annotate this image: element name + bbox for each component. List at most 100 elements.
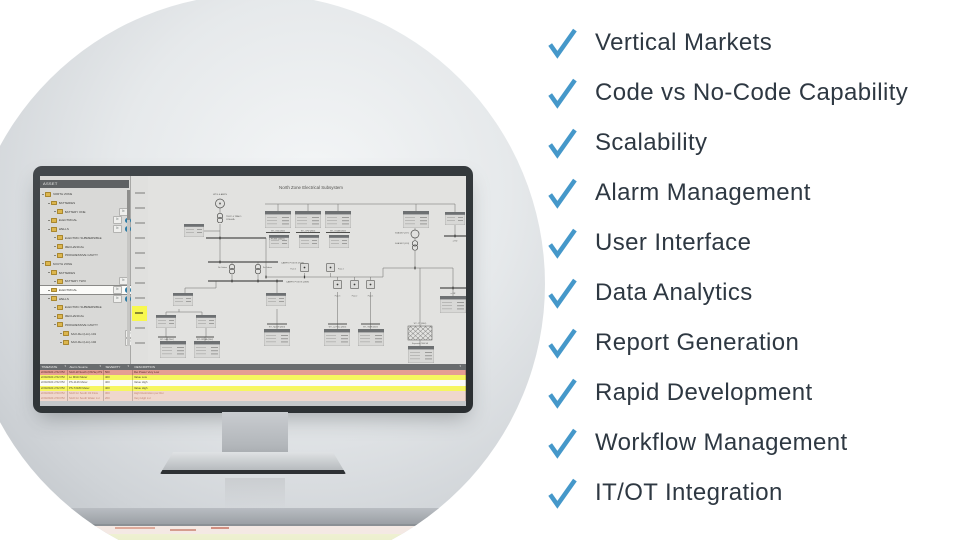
tree-item-action-button[interactable]: b bbox=[113, 294, 122, 303]
device-box[interactable] bbox=[403, 211, 429, 228]
nav-item[interactable] bbox=[134, 267, 145, 270]
device-box[interactable] bbox=[325, 211, 351, 228]
tree-item-sao-rei-lim-101[interactable]: SAO-Rei (Lim)-101b bbox=[40, 329, 146, 338]
tree-item-progressive-cavity[interactable]: PROGRESSIVE CAVITY bbox=[40, 251, 140, 260]
device-box-small[interactable] bbox=[156, 315, 176, 328]
filter-icon[interactable]: ▼ bbox=[64, 365, 67, 368]
device-box-small[interactable] bbox=[196, 315, 216, 328]
data-box[interactable] bbox=[194, 341, 220, 358]
tree-item-batteries[interactable]: BATTERIES bbox=[40, 268, 134, 277]
expander-icon[interactable] bbox=[48, 298, 51, 300]
expander-icon[interactable] bbox=[42, 263, 45, 265]
expander-icon[interactable] bbox=[48, 272, 51, 274]
expander-icon[interactable] bbox=[60, 341, 63, 343]
data-box[interactable] bbox=[160, 341, 186, 358]
expander-icon[interactable] bbox=[48, 202, 51, 204]
filter-icon[interactable]: ▼ bbox=[459, 365, 462, 368]
device-box-small[interactable] bbox=[173, 293, 193, 306]
data-box[interactable] bbox=[264, 329, 290, 346]
nav-item[interactable] bbox=[134, 342, 145, 345]
bottom-feeder-label: WT - SPLWA (26kV) bbox=[197, 338, 214, 341]
expander-icon[interactable] bbox=[54, 246, 57, 247]
diagram-node-ticks bbox=[219, 234, 456, 290]
tree-item-electric-submersible[interactable]: ELECTRIC SUBMERSIBLE bbox=[40, 234, 140, 243]
nav-strip bbox=[131, 176, 149, 364]
device-box-small[interactable] bbox=[299, 235, 319, 248]
nav-item[interactable] bbox=[134, 192, 145, 195]
data-box[interactable] bbox=[358, 329, 384, 346]
expander-icon[interactable] bbox=[42, 193, 45, 195]
gga-generator-symbol[interactable] bbox=[410, 229, 420, 239]
filter-icon[interactable]: ▼ bbox=[127, 365, 130, 368]
device-box[interactable] bbox=[265, 211, 291, 228]
device-box-small[interactable] bbox=[329, 235, 349, 248]
expander-icon[interactable] bbox=[54, 280, 57, 282]
tree-item-action-button[interactable]: b bbox=[113, 225, 122, 234]
expander-icon[interactable] bbox=[54, 324, 57, 326]
nav-item[interactable] bbox=[134, 282, 145, 285]
well-breaker[interactable] bbox=[333, 280, 341, 288]
data-box[interactable] bbox=[440, 296, 466, 313]
tree-scrollbar-thumb[interactable] bbox=[127, 190, 130, 220]
well-breaker[interactable] bbox=[300, 263, 308, 271]
nav-item[interactable] bbox=[134, 327, 145, 330]
expander-icon[interactable] bbox=[54, 237, 57, 239]
data-box[interactable] bbox=[408, 346, 434, 363]
tree-item-mechanical[interactable]: MECHANICAL bbox=[40, 242, 140, 251]
nav-item[interactable] bbox=[134, 252, 145, 255]
device-box-small[interactable] bbox=[269, 235, 289, 248]
tree-item-batteries[interactable]: BATTERIES bbox=[40, 199, 134, 208]
tree-scrollbar[interactable] bbox=[127, 190, 130, 346]
expander-icon[interactable] bbox=[48, 228, 51, 230]
device-box[interactable] bbox=[295, 211, 321, 228]
alarm-cell: 2/20/2024 2:52 PM bbox=[40, 370, 68, 376]
data-box[interactable] bbox=[324, 329, 350, 346]
expander-icon[interactable] bbox=[54, 315, 57, 317]
expander-icon[interactable] bbox=[48, 219, 51, 221]
nav-item[interactable] bbox=[134, 222, 145, 225]
expander-icon[interactable] bbox=[54, 306, 57, 308]
checklist-item: Rapid Development bbox=[545, 368, 955, 418]
well-breaker[interactable] bbox=[366, 280, 374, 288]
expander-icon[interactable] bbox=[60, 333, 63, 334]
well-breaker[interactable] bbox=[326, 263, 334, 271]
nav-item[interactable] bbox=[134, 297, 145, 300]
transformer-right[interactable] bbox=[255, 264, 260, 274]
tree-item-north-zone[interactable]: NORTH ZONE bbox=[40, 190, 128, 199]
device-box-small[interactable] bbox=[266, 293, 286, 306]
nav-item-active[interactable] bbox=[132, 306, 147, 321]
tree-item-progressive-cavity[interactable]: PROGRESSIVE CAVITY bbox=[40, 321, 140, 330]
tree-item-electric-submersible[interactable]: ELECTRIC SUBMERSIBLE bbox=[40, 303, 140, 312]
nav-item[interactable] bbox=[134, 207, 145, 210]
expander-icon[interactable] bbox=[54, 211, 57, 213]
tree-item-mechanical[interactable]: MECHANICAL bbox=[40, 312, 140, 321]
expander-icon[interactable] bbox=[48, 289, 51, 291]
tree-item-action-button[interactable]: b bbox=[113, 216, 122, 225]
tree-item-action-button[interactable]: b bbox=[113, 286, 122, 295]
load-bank-symbol[interactable] bbox=[407, 325, 433, 341]
gga-transformer-symbol[interactable] bbox=[412, 241, 417, 251]
tree-item-south-zone[interactable]: SOUTH ZONE bbox=[40, 260, 128, 269]
transformer-left[interactable] bbox=[229, 264, 234, 274]
expander-icon[interactable] bbox=[54, 254, 57, 256]
main-transformer-symbol[interactable] bbox=[217, 213, 222, 223]
nav-item[interactable] bbox=[134, 237, 145, 240]
meter-box[interactable] bbox=[184, 224, 204, 237]
filter-icon[interactable]: ▼ bbox=[99, 365, 102, 368]
device-box[interactable] bbox=[445, 212, 465, 225]
well-breaker[interactable] bbox=[350, 280, 358, 288]
